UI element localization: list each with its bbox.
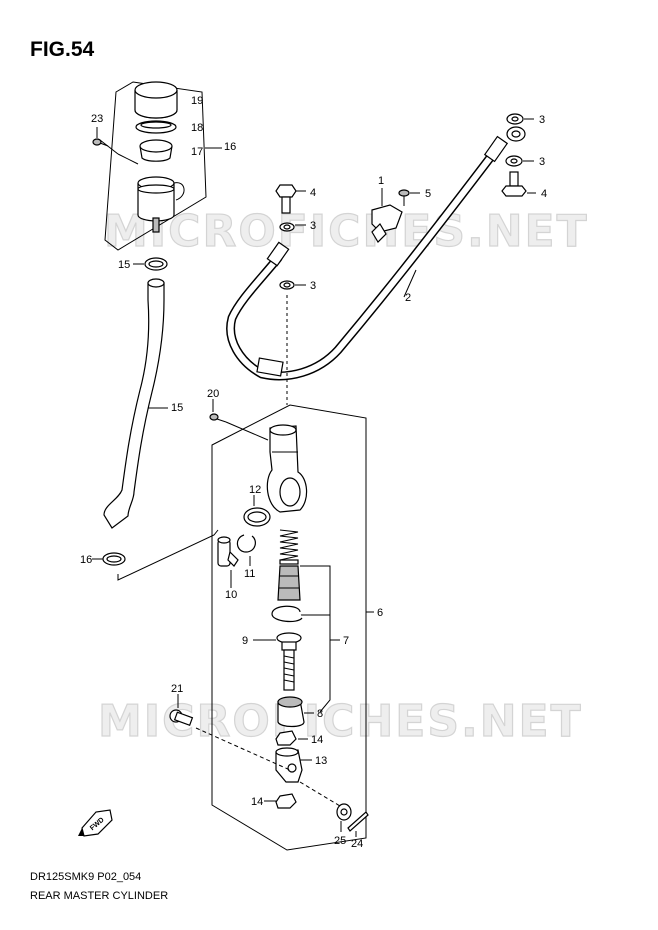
reservoir-hose <box>103 278 165 529</box>
piston-cup <box>277 565 301 601</box>
master-cylinder-body <box>266 424 308 513</box>
circlip-piston <box>271 605 303 623</box>
part-label-6: 6 <box>377 607 383 619</box>
diagram-code: DR125SMK9 P02_054 <box>30 871 142 883</box>
cotter-pin <box>347 811 369 832</box>
banjo-fitting <box>506 126 526 142</box>
part-label-21: 21 <box>171 683 183 695</box>
part-label-16: 16 <box>224 141 236 153</box>
part-label-15: 15 <box>171 402 183 414</box>
nut-14-top <box>275 730 297 746</box>
part-label-17: 17 <box>191 146 203 158</box>
part-label-25: 25 <box>334 835 346 847</box>
circlip-11 <box>236 534 256 553</box>
nut-14-bottom <box>275 793 297 809</box>
screw-20 <box>209 413 227 423</box>
diagram-name: REAR MASTER CYLINDER <box>30 890 169 902</box>
part-label-9: 9 <box>242 635 248 647</box>
brake-hose <box>226 135 509 381</box>
part-label-3-c: 3 <box>310 220 316 232</box>
washer-3-right-bottom <box>505 155 523 167</box>
part-label-13: 13 <box>315 755 327 767</box>
part-label-3-d: 3 <box>310 280 316 292</box>
part-label-10: 10 <box>225 589 237 601</box>
part-labels: 19 18 17 16 23 15 15 16 1 5 3 3 4 4 3 3 … <box>80 95 547 850</box>
washer-3-left-bottom <box>279 280 295 290</box>
boot <box>277 696 305 728</box>
part-label-1: 1 <box>378 175 384 187</box>
part-label-20: 20 <box>207 388 219 400</box>
o-ring <box>243 507 271 527</box>
watermark-bottom: MICROFICHES.NET <box>98 696 583 747</box>
part-label-12: 12 <box>249 484 261 496</box>
hose-clamp-top <box>144 257 168 271</box>
washer-3-right-top <box>506 113 524 125</box>
part-label-23: 23 <box>91 113 103 125</box>
reservoir-group-outline <box>104 81 207 251</box>
diaphragm <box>139 139 173 162</box>
part-label-24: 24 <box>351 838 363 850</box>
master-cylinder-outline <box>211 404 367 851</box>
union-bolt-left <box>275 184 297 214</box>
screw-23 <box>92 138 109 147</box>
part-label-4-right: 4 <box>541 188 547 200</box>
reservoir-cap <box>134 81 178 119</box>
screw-5 <box>398 189 410 206</box>
part-label-7: 7 <box>343 635 349 647</box>
part-label-14-bottom: 14 <box>251 796 263 808</box>
part-label-22-bottom: 16 <box>80 554 92 566</box>
push-rod <box>276 632 302 691</box>
part-label-3-b: 3 <box>539 156 545 168</box>
part-label-4-left: 4 <box>310 187 316 199</box>
watermark-top: MICROFICHES.NET <box>104 206 589 257</box>
part-label-11: 11 <box>244 568 255 580</box>
piston-spring <box>279 529 299 565</box>
part-label-14-top: 14 <box>311 734 323 746</box>
reservoir-body <box>137 176 185 233</box>
washer-25 <box>336 803 352 821</box>
hose-connector <box>217 536 239 567</box>
part-label-5: 5 <box>425 188 431 200</box>
part-label-2: 2 <box>405 292 411 304</box>
part-label-8: 8 <box>317 708 323 720</box>
hose-clamp-bottom <box>102 552 126 566</box>
part-label-22-top: 15 <box>118 259 130 271</box>
hose-guide <box>371 204 403 243</box>
part-label-3-a: 3 <box>539 114 545 126</box>
clevis-pin <box>169 709 194 727</box>
washer-3-left-top <box>279 222 295 232</box>
fwd-arrow-icon: FWD <box>78 809 113 837</box>
diaphragm-plate <box>135 120 177 134</box>
union-bolt-right <box>501 171 527 197</box>
part-label-19: 19 <box>191 95 203 107</box>
part-label-18: 18 <box>191 122 203 134</box>
figure-title: FIG.54 <box>30 38 95 61</box>
clevis <box>275 747 303 783</box>
